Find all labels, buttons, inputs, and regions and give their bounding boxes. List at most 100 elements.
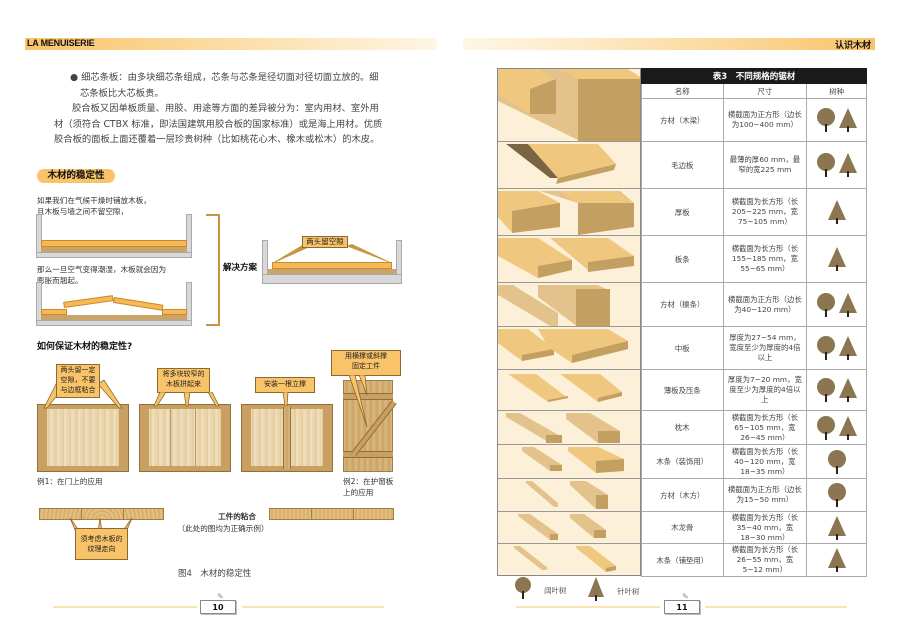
- diagram1-caption: 如果我们在气候干燥时铺放木板， 且木板与墙之间不留空隙，: [37, 195, 151, 217]
- row-species: [806, 444, 867, 479]
- table-row: 方材（木梁） 横截面为正方形（边长为100~400 mm）: [641, 98, 867, 142]
- illustration-underlay-strip: [498, 544, 640, 576]
- door-example-2: [139, 404, 231, 472]
- row-species: [806, 369, 867, 411]
- illustration-slat: [498, 236, 640, 283]
- table-row: 中板 厚度为27~54 mm，宽度至少为厚度的4倍以上: [641, 326, 867, 370]
- left-page-header-bar: LA MENUISERIE: [25, 38, 437, 50]
- diagram2-caption-line1: 那么一旦空气变得潮湿，木板就会因为: [37, 265, 167, 274]
- door2-callout-pointer: [153, 392, 220, 407]
- figure-caption: 图4 木材的稳定性: [178, 569, 252, 579]
- row-name: 枕木: [641, 410, 724, 445]
- bullet-line-1: 细芯条板：由多块细芯条组成，芯条与芯条是径切面对径切面立放的。细: [81, 72, 379, 83]
- door2-callout: 将多块较窄的 木板拼起来: [157, 368, 210, 393]
- illustration-medium-board: [498, 327, 640, 370]
- illustration-thick-plank: [498, 189, 640, 236]
- left-page-number: 10: [200, 600, 236, 614]
- row-species: [806, 141, 867, 189]
- right-footer-line: [516, 606, 660, 608]
- legend-broadleaf-label: 阔叶树: [544, 585, 567, 595]
- door2-callout-line2: 木板拼起来: [166, 380, 201, 388]
- row-species: [806, 511, 867, 544]
- row-size: 横截面为长方形（长26~55 mm，宽5~12 mm）: [731, 545, 799, 574]
- solution-label: 解决方案: [223, 263, 258, 273]
- paragraph-line-1: 胶合板又因单板质量、用胶、用途等方面的差异被分为：室内用材、室外用: [72, 103, 379, 114]
- door1-callout: 两头留一定 空隙，不要 与边框粘合: [56, 364, 100, 398]
- illustration-purlin: [498, 283, 640, 327]
- illustration-thin-board: [498, 370, 640, 411]
- row-species: [806, 410, 867, 445]
- right-page-number: 11: [664, 600, 700, 614]
- row-species: [806, 282, 867, 327]
- row-species: [806, 478, 867, 512]
- row-name: 方材（木梁）: [641, 98, 724, 142]
- broadleaf-tree-icon: [827, 449, 846, 474]
- door-example-3: [241, 404, 333, 472]
- pencil-icon: ✎: [217, 592, 224, 601]
- broadleaf-tree-icon: [816, 378, 835, 402]
- row-size: 横截面为正方形（边长为40~120 mm）: [727, 294, 802, 314]
- door3-callout-pointer: [282, 392, 289, 406]
- row-size: 横截面为长方形（长65~105 mm，宽26~45 mm）: [731, 412, 799, 442]
- row-size: 横截面为长方形（长35~40 mm，宽18~30 mm）: [731, 512, 799, 542]
- diagram1-caption-line2: 且木板与墙之间不留空隙，: [37, 207, 129, 216]
- grain-callout-line2: 纹理走向: [87, 545, 116, 553]
- row-name: 木条（装饰用）: [641, 444, 724, 479]
- bullet-line-2: 芯条板比大芯板贵。: [80, 87, 164, 99]
- pencil-icon: ✎: [682, 592, 689, 601]
- illustration-rough-board: [498, 142, 640, 189]
- solution-callout-lines: [274, 244, 390, 262]
- solution-callout: 两头留空隙: [302, 236, 348, 248]
- door3-callout: 安装一根立撑: [255, 377, 315, 393]
- row-size: 横截面为正方形（边长为15~50 mm）: [727, 485, 802, 504]
- example2-caption-line1: 例2：在护窗板: [343, 477, 394, 486]
- column-header-size: 尺寸: [722, 83, 808, 99]
- conifer-tree-icon: [838, 108, 857, 132]
- conifer-tree-icon: [827, 247, 846, 271]
- broadleaf-tree-icon: [816, 336, 835, 360]
- row-species: [806, 326, 867, 370]
- table-row: 木条（铺垫用） 横截面为长方形（长26~55 mm，宽5~12 mm）: [641, 543, 867, 577]
- bullet-paragraph: ● 细芯条板：由多块细芯条组成，芯条与芯条是径切面对径切面立放的。细 芯条板比大…: [70, 70, 379, 101]
- door1-callout-line2: 空隙，不要: [60, 376, 96, 384]
- row-size: 厚度为7~20 mm，宽度至少为厚度的4倍以上: [727, 375, 802, 404]
- shutter-callout-line2: 固定工件: [352, 362, 380, 370]
- conifer-tree-icon: [827, 200, 846, 224]
- table-row: 厚板 横截面为长方形（长205~225 mm，宽75~105 mm）: [641, 188, 867, 236]
- illustration-beam: [498, 69, 640, 142]
- row-size: 横截面为长方形（长40~120 mm，宽18~35 mm）: [731, 446, 799, 476]
- gluing-title: 工件的粘合: [218, 512, 256, 521]
- diagram1-caption-line1: 如果我们在气候干燥时铺放木板，: [37, 196, 151, 205]
- lumber-illustration-column: [497, 68, 641, 576]
- right-footer-line-right: [705, 606, 847, 608]
- broadleaf-tree-icon: [827, 483, 846, 507]
- row-species: [806, 188, 867, 236]
- conifer-tree-icon: [827, 515, 846, 540]
- lumber-specifications-table: 表3 不同规格的锯材 名称 尺寸 树种 方材（木梁） 横截面为正方形（边长为10…: [641, 68, 867, 577]
- gluing-board-correct-grain: [269, 508, 394, 520]
- illustration-decorative-strip: [498, 445, 640, 479]
- row-size: 横截面为长方形（长155~185 mm，宽55~65 mm）: [731, 244, 799, 273]
- row-size: 横截面为正方形（边长为100~400 mm）: [727, 110, 802, 129]
- paragraph-line-2: 材（须符合 CTBX 标准，即法国建筑用胶合板的国家标准）或是海上用材。优质: [54, 118, 383, 130]
- left-page-header-title: LA MENUISERIE: [27, 38, 95, 48]
- gluing-board-wrong-grain: [39, 508, 164, 520]
- table-row: 板条 横截面为长方形（长155~185 mm，宽55~65 mm）: [641, 235, 867, 283]
- broadleaf-tree-icon: [816, 292, 835, 317]
- column-header-name: 名称: [641, 83, 724, 99]
- table-row: 毛边板 最薄的厚60 mm，最窄的宽225 mm: [641, 141, 867, 189]
- left-footer-line: [53, 606, 197, 608]
- shutter-callout-pointer: [348, 375, 368, 428]
- conifer-tree-icon: [838, 153, 857, 177]
- diagram2-caption-line2: 膨胀而翘起。: [37, 276, 83, 285]
- example1-caption: 例1：在门上的应用: [37, 477, 103, 486]
- dry-floor-diagram: [36, 214, 192, 258]
- right-page-header-bar: 认识木材: [463, 38, 875, 51]
- illustration-square-batten: [498, 479, 640, 512]
- broadleaf-tree-icon: [816, 153, 835, 177]
- illustration-sleeper: [498, 411, 640, 445]
- row-size: 厚度为27~54 mm，宽度至少为厚度的4倍以上: [729, 333, 801, 362]
- paragraph-line-3: 胶合板的面板上面还覆着一层珍贵树种（比如桃花心木、橡木或松木）的木皮。: [54, 134, 380, 145]
- row-name: 木条（铺垫用）: [641, 543, 724, 577]
- grain-callout-line1: 须考虑木板的: [80, 535, 123, 543]
